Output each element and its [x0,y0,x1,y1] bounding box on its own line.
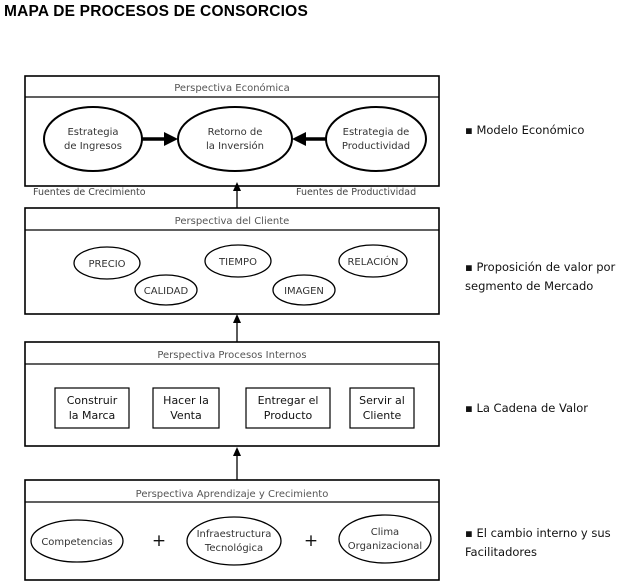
revenue-to-roi-arrowhead [164,132,178,146]
plus-sign-1: + [152,531,166,551]
value-proposition-note-line1: ▪ Proposición de valor por [465,260,616,274]
value-proposition-note-line2: segmento de Mercado [465,279,593,293]
serve-client-line1: Servir al [359,394,405,407]
client-panel-title: Perspectiva del Cliente [175,216,290,227]
value-chain-note: ▪ La Cadena de Valor [465,401,588,415]
tiempo-label: TIEMPO [218,257,257,268]
productivity-sources-label: Fuentes de Productividad [296,187,416,198]
serve-client-line2: Cliente [363,409,402,422]
org-climate-oval [338,514,432,564]
productivity-strategy-line2: Productividad [342,141,410,152]
relacion-label: RELACIÓN [347,255,398,268]
precio-oval [73,246,141,280]
learning-to-internal-arrowhead [233,447,241,456]
competencias-label: Competencias [41,537,112,548]
economic-perspective-panel: Perspectiva Económica Estrategia de Ingr… [24,75,440,187]
build-brand-box [54,387,130,429]
deliver-product-line1: Entregar el [258,394,319,407]
roi-line2: la Inversión [206,140,264,152]
productivity-strategy-oval [325,106,427,172]
precio-label: PRECIO [88,259,125,270]
relacion-oval [338,244,408,278]
org-climate-line1: Clima [371,527,399,538]
imagen-label: IMAGEN [284,286,324,297]
competencias-oval [30,519,124,563]
internal-change-note-line2: Facilitadores [465,545,537,559]
tech-infrastructure-line1: Infraestructura [197,529,272,540]
deliver-product-line2: Producto [264,409,313,422]
economic-panel-title: Perspectiva Económica [174,82,290,94]
calidad-oval [134,274,198,306]
internal-change-note-line1: ▪ El cambio interno y sus [465,526,611,540]
revenue-strategy-line1: Estrategia [67,127,118,138]
org-climate-line2: Organizacional [348,541,422,552]
imagen-oval [272,274,336,306]
serve-client-box [349,387,415,429]
economic-model-note: ▪ Modelo Económico [465,123,584,137]
learning-growth-panel: Perspectiva Aprendizaje y Crecimiento Co… [24,479,440,581]
productivity-strategy-line1: Estrategia de [343,127,410,138]
internal-to-client-arrowhead [233,314,241,323]
client-perspective-panel: Perspectiva del Cliente PRECIO TIEMPO RE… [24,207,440,315]
build-brand-line2: la Marca [69,409,116,422]
plus-sign-2: + [304,531,318,551]
roi-line1: Retorno de [208,127,263,138]
make-sale-line2: Venta [170,409,201,422]
page-title: MAPA DE PROCESOS DE CONSORCIOS [4,3,308,20]
make-sale-line1: Hacer la [163,394,209,407]
build-brand-line1: Construir [67,394,118,407]
internal-processes-panel: Perspectiva Procesos Internos Construir … [24,341,440,447]
growth-sources-label: Fuentes de Crecimiento [33,187,146,198]
tiempo-oval [204,244,272,278]
client-to-economic-arrowhead [233,182,241,191]
revenue-strategy-line2: de Ingresos [64,141,122,152]
roi-oval [177,106,293,172]
internal-panel-title: Perspectiva Procesos Internos [157,350,306,361]
make-sale-box [152,387,220,429]
calidad-label: CALIDAD [144,286,189,297]
tech-infrastructure-line2: Tecnológica [204,542,263,554]
deliver-product-box [245,387,331,429]
learning-panel-title: Perspectiva Aprendizaje y Crecimiento [136,489,329,500]
productivity-to-roi-arrowhead [292,132,306,146]
tech-infrastructure-oval [186,516,282,566]
revenue-strategy-oval [43,106,143,172]
